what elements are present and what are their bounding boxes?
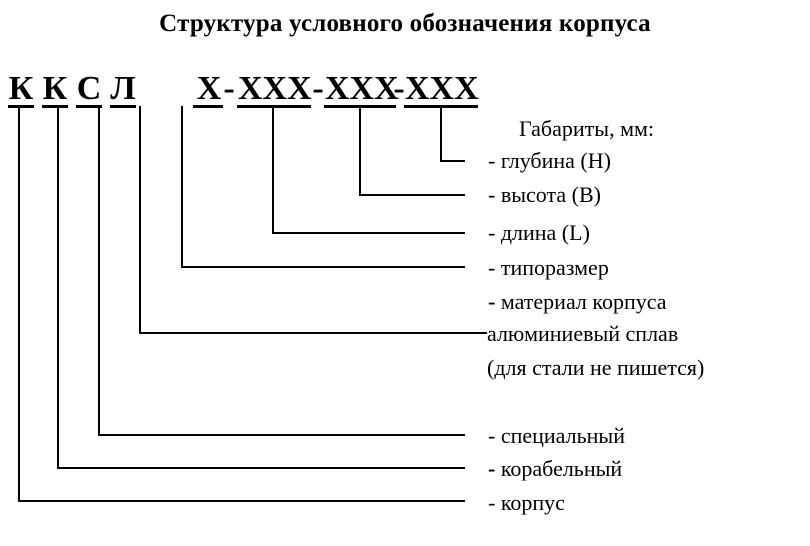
leader-special-horizontal [98, 434, 465, 436]
code-token-s: С [76, 70, 102, 107]
code-separator-2: - [312, 70, 324, 107]
code-underline-x [193, 105, 223, 108]
leader-height-vertical [359, 106, 361, 196]
label-dimensions-heading-text: Габариты, мм: [519, 116, 655, 141]
code-underline-xxx1 [237, 105, 311, 108]
leader-length-horizontal [272, 232, 465, 234]
leader-typesize-vertical [181, 106, 183, 268]
code-separator-3: - [393, 70, 405, 107]
label-height-dash: - [488, 182, 496, 207]
label-material-text: материал корпуса [500, 289, 667, 314]
label-length-dash: - [488, 220, 496, 245]
label-material: - материал корпуса [488, 291, 667, 313]
leader-material-horizontal [139, 332, 487, 334]
label-steel-note-text: (для стали не пишется) [487, 355, 705, 380]
label-ship-text: корабельный [500, 456, 623, 481]
leader-material-vertical [139, 106, 141, 334]
code-token-xxx3: XXX [405, 70, 479, 107]
label-body-text: корпус [500, 490, 565, 515]
label-length-text: длина (L) [500, 220, 590, 245]
code-underline-k2 [42, 105, 68, 108]
label-ship-dash: - [488, 456, 496, 481]
code-token-k1: К [8, 70, 34, 107]
leader-length-vertical [272, 106, 274, 234]
label-typesize-text: типоразмер [500, 255, 609, 280]
label-body: - корпус [488, 492, 565, 514]
leader-body-vertical [18, 106, 20, 502]
label-depth-dash: - [488, 148, 496, 173]
code-underline-s [76, 105, 102, 108]
label-steel-note: (для стали не пишется) [487, 357, 704, 379]
leader-depth-horizontal [440, 160, 465, 162]
code-designation-line: К К С Л X XXX XXX XXX - - - [0, 72, 810, 112]
label-dimensions-heading: Габариты, мм: [519, 118, 654, 140]
label-body-dash: - [488, 490, 496, 515]
label-depth-text: глубина (Н) [500, 148, 611, 173]
code-token-l: Л [110, 70, 136, 107]
leader-special-vertical [98, 106, 100, 436]
leader-height-horizontal [359, 194, 465, 196]
label-height-text: высота (В) [500, 182, 601, 207]
label-length: - длина (L) [488, 222, 590, 244]
label-alloy-text: алюминиевый сплав [487, 321, 679, 346]
leader-ship-vertical [57, 106, 59, 469]
code-token-xxx1: XXX [238, 70, 312, 107]
code-token-xxx2: XXX [325, 70, 399, 107]
leader-ship-horizontal [57, 467, 465, 469]
label-special-text: специальный [500, 423, 625, 448]
label-depth: - глубина (Н) [488, 150, 611, 172]
label-special: - специальный [488, 425, 625, 447]
leader-body-horizontal [18, 500, 465, 502]
label-ship: - корабельный [488, 458, 622, 480]
label-material-dash: - [488, 289, 496, 314]
label-typesize-dash: - [488, 255, 496, 280]
leader-typesize-horizontal [181, 266, 465, 268]
label-typesize: - типоразмер [488, 257, 609, 279]
label-height: - высота (В) [488, 184, 601, 206]
code-underline-k1 [8, 105, 34, 108]
label-special-dash: - [488, 423, 496, 448]
label-alloy: алюминиевый сплав [487, 323, 678, 345]
code-token-x: X [196, 70, 222, 107]
page-title: Структура условного обозначения корпуса [159, 10, 651, 37]
leader-depth-vertical [440, 106, 442, 162]
code-separator-1: - [223, 70, 235, 107]
code-underline-l [110, 105, 136, 108]
code-token-k2: К [42, 70, 68, 107]
